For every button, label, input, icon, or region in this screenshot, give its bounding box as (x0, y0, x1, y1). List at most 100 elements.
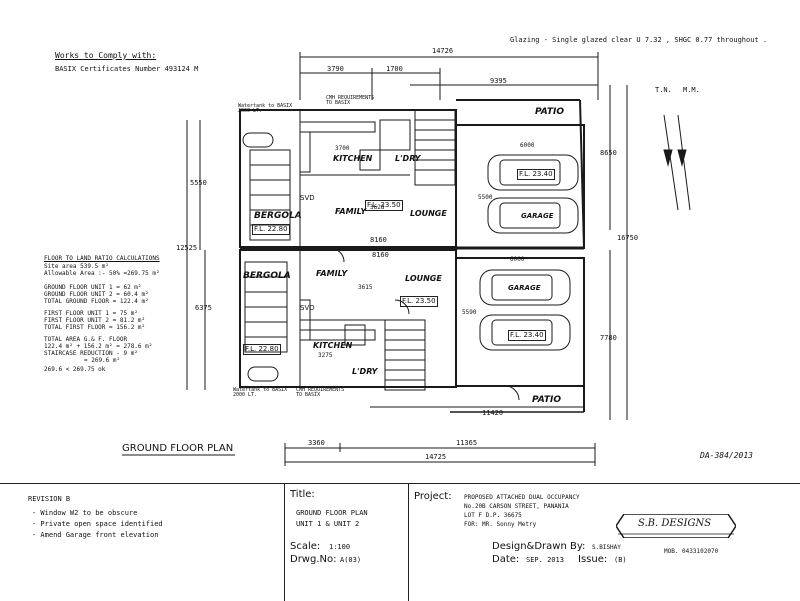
revision-item: - Window W2 to be obscure (32, 509, 138, 517)
room-lounge-2: LOUNGE (405, 274, 442, 283)
svd-label: SVD (300, 194, 315, 202)
sb-designs-logo (616, 514, 736, 538)
ratio-line: TOTAL FIRST FLOOR = 156.2 m² (44, 324, 146, 331)
floor-level-tag: F.L. 23.50 (400, 296, 438, 307)
ratio-line: FIRST FLOOR UNIT 1 = 75 m² (44, 310, 138, 317)
dim-3615: 3615 (358, 284, 373, 291)
room-bergola-2: BERGOLA (243, 271, 291, 281)
dim-14725: 14725 (425, 453, 447, 461)
revision-item: - Private open space identified (32, 520, 163, 528)
room-patio-2: PATIO (532, 395, 562, 405)
issue-label: Issue: (578, 554, 608, 565)
dim-3790: 3790 (327, 65, 344, 73)
dim-11365: 11365 (456, 439, 478, 447)
basix-certificate: BASIX Certificates Number 493124 M (55, 65, 199, 73)
project-cell: Project: PROPOSED ATTACHED DUAL OCCUPANC… (408, 484, 800, 601)
true-north-label: T.N. (655, 86, 672, 94)
project-line: No.20B CARSON STREET, PANANIA (464, 503, 569, 510)
floor-level-tag: F.L. 23.50 (365, 200, 403, 211)
project-line: LOT F D.P. 36675 (464, 512, 522, 519)
floor-level-tag: F.L. 22.80 (243, 344, 281, 355)
plan-title: GROUND FLOOR PLAN (122, 443, 234, 454)
allowable-area: Allowable Area :- 50% =269.75 m² (44, 270, 160, 277)
dim-16750: 16750 (617, 234, 639, 242)
dim-6000: 6000 (520, 142, 535, 149)
title-block: REVISION B - Window W2 to be obscure - P… (0, 483, 800, 601)
watertank-note: Watertank to BASIX 2000 LT. (238, 103, 293, 114)
dim-8160: 8160 (370, 236, 387, 244)
mobile-number: MOB. 0433102070 (664, 548, 719, 555)
dim-5500: 5500 (478, 194, 493, 201)
room-lounge-1: LOUNGE (410, 209, 447, 218)
dim-3628: 3628 (370, 204, 385, 211)
ratio-line: FIRST FLOOR UNIT 2 = 81.2 m² (44, 317, 146, 324)
ratio-line: 122.4 m² + 156.2 m² = 278.6 m² (44, 343, 153, 350)
room-garage-1: GARAGE (521, 212, 554, 220)
logo-text: S.B. DESIGNS (638, 518, 712, 529)
project-label: Project: (414, 491, 452, 502)
room-ldry-2: L'DRY (352, 367, 378, 376)
glazing-note: Glazing - Single glazed clear U 7.32 , S… (510, 36, 768, 44)
room-kitchen-2: KITCHEN (313, 341, 353, 350)
floor-level-tag: F.L. 22.80 (252, 224, 290, 235)
ratio-line: TOTAL GROUND FLOOR = 122.4 m² (44, 298, 149, 305)
title-label: Title: (290, 489, 315, 500)
ratio-line: STAIRCASE REDUCTION - 9 m² (44, 350, 138, 357)
dim-7780: 7780 (600, 334, 617, 342)
room-garage-2: GARAGE (508, 284, 541, 292)
cmh-note: CMH REQUIREMENTS TO BASIX (296, 387, 345, 398)
date-label: Date: (492, 554, 520, 565)
cmh-note: CMH REQUIREMENTS TO BASIX (326, 95, 375, 106)
room-family-2: FAMILY (316, 269, 348, 278)
revision-cell: REVISION B - Window W2 to be obscure - P… (0, 484, 285, 601)
drwg-label: Drwg.No: (290, 554, 337, 565)
dim-14726: 14726 (432, 47, 454, 55)
svd-label: SVD (300, 304, 315, 312)
room-kitchen-1: KITCHEN (333, 154, 373, 163)
date-value: SEP. 2013 (526, 556, 564, 564)
da-number: DA-384/2013 (700, 451, 753, 460)
design-value: S.BISHAY (592, 544, 621, 551)
dim-6375: 6375 (195, 304, 212, 312)
dim-5590: 5590 (462, 309, 477, 316)
ratio-line: GROUND FLOOR UNIT 1 = 62 m² (44, 284, 142, 291)
floor-level-tag: F.L. 23.40 (517, 169, 555, 180)
ratio-calculations: FLOOR TO LAND RATIO CALCULATIONS Site ar… (44, 256, 194, 373)
dim-8650: 8650 (600, 149, 617, 157)
room-patio-1: PATIO (535, 107, 565, 117)
revision-item: - Amend Garage front elevation (32, 531, 159, 539)
works-heading: Works to Comply with: (55, 51, 157, 60)
room-family-1: FAMILY (335, 207, 367, 216)
dim-8160: 8160 (372, 251, 389, 259)
site-area: Site area 539.5 m² (44, 263, 110, 270)
title-value: GROUND FLOOR PLAN (296, 509, 368, 517)
magnetic-north-label: M.M. (683, 86, 700, 94)
room-ldry-1: L'DRY (395, 154, 421, 163)
title-cell: Title: GROUND FLOOR PLAN UNIT 1 & UNIT 2… (284, 484, 409, 601)
ratio-line: = 269.6 m² (84, 357, 121, 364)
scale-value: 1:100 (329, 543, 351, 551)
dim-5550: 5550 (190, 179, 207, 187)
project-line: PROPOSED ATTACHED DUAL OCCUPANCY (464, 494, 580, 501)
ratio-line: 269.6 < 269.75 ok (44, 366, 106, 373)
drwg-value: A(03) (340, 556, 362, 564)
dim-11420: 11420 (482, 409, 504, 417)
ratio-heading: FLOOR TO LAND RATIO CALCULATIONS (44, 255, 160, 262)
project-line: FOR: MR. Sonny Metry (464, 521, 537, 528)
dim-12525: 12525 (176, 244, 198, 252)
dim-9395: 9395 (490, 77, 507, 85)
revision-heading: REVISION B (28, 495, 71, 503)
scale-label: Scale: (290, 541, 321, 552)
dim-3275: 3275 (318, 352, 333, 359)
dim-1700: 1700 (386, 65, 403, 73)
floor-level-tag: F.L. 23.40 (508, 330, 546, 341)
dim-6000: 6000 (510, 256, 525, 263)
dim-3700: 3700 (335, 145, 350, 152)
title-value: UNIT 1 & UNIT 2 (296, 520, 360, 528)
ratio-line: TOTAL AREA G.& F. FLOOR (44, 336, 128, 343)
watertank-note: Watertank to BASIX 2000 LT. (233, 387, 288, 398)
ratio-line: GROUND FLOOR UNIT 2 = 60.4 m² (44, 291, 149, 298)
dim-3360: 3360 (308, 439, 325, 447)
issue-value: (B) (614, 556, 627, 564)
